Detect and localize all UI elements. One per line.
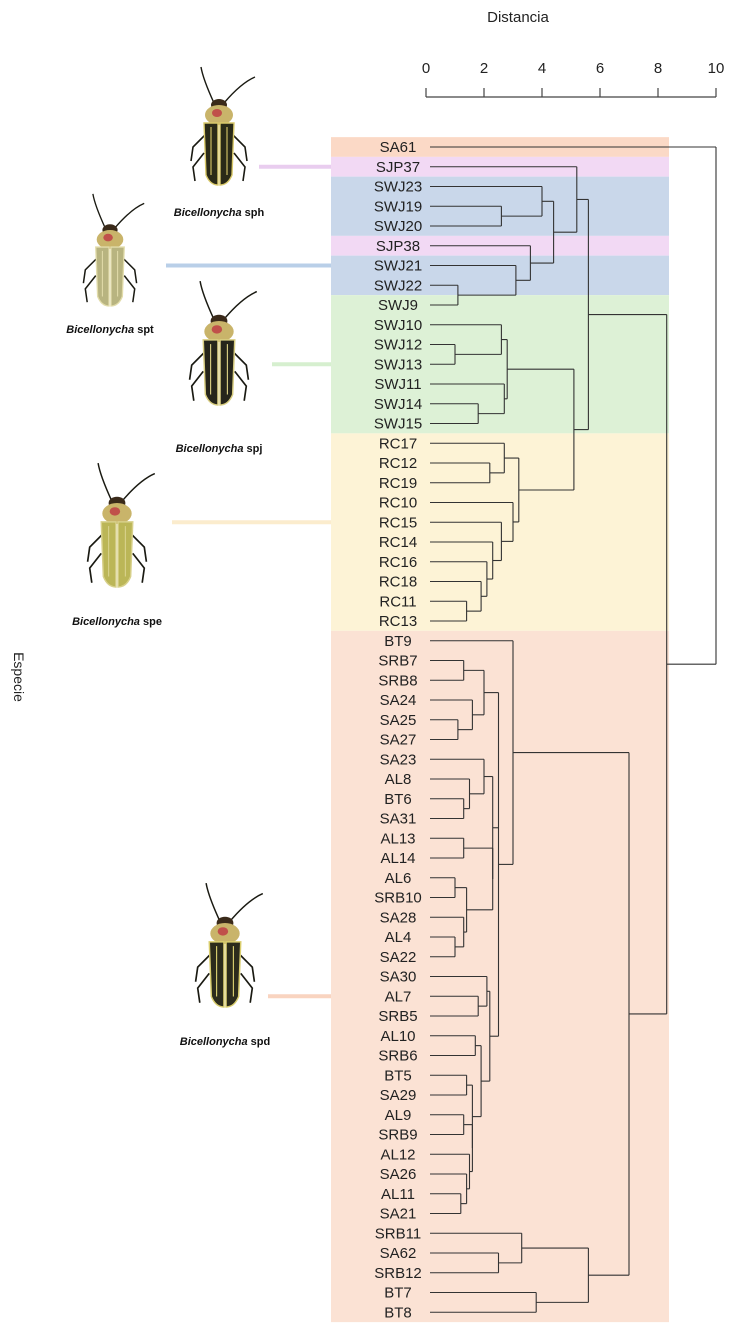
leaf-label: SA27: [380, 732, 417, 749]
leaf-label: SA23: [380, 751, 417, 768]
species-connectors: [166, 167, 331, 997]
leaf-label: AL7: [385, 988, 412, 1005]
leaf-label: SWJ9: [378, 297, 418, 314]
leaf-label: SWJ19: [374, 198, 422, 215]
leaf-label: SRB8: [378, 672, 417, 689]
species-label: Bicellonycha spe: [72, 616, 162, 628]
leaf-label: SJP37: [376, 159, 420, 176]
tick-label: 6: [596, 60, 604, 77]
leaf-label: SRB5: [378, 1008, 417, 1025]
leaf-label: AL4: [385, 929, 412, 946]
leaf-label: SA62: [380, 1245, 417, 1262]
leaf-label: SJP38: [376, 238, 420, 255]
leaf-label: SWJ20: [374, 218, 422, 235]
leaf-label: SA24: [380, 692, 417, 709]
leaf-label: SRB6: [378, 1048, 417, 1065]
beetle-illustration: [83, 194, 144, 306]
leaf-label: RC13: [379, 613, 417, 630]
species-label: Bicellonycha spt: [66, 324, 154, 336]
leaf-label: SWJ14: [374, 396, 422, 413]
leaf-label: SA26: [380, 1166, 417, 1183]
tick-label: 10: [708, 60, 725, 77]
leaf-label: AL13: [380, 830, 415, 847]
leaf-label: SWJ11: [374, 376, 421, 393]
tick-label: 0: [422, 60, 430, 77]
leaf-label: SA29: [380, 1087, 417, 1104]
beetle-illustration: [190, 281, 257, 405]
leaf-label: SA28: [380, 909, 417, 926]
leaf-label: RC14: [379, 534, 417, 551]
species-code: spt: [134, 324, 154, 336]
leaf-label: SA31: [380, 811, 417, 828]
leaf-label: RC10: [379, 495, 417, 512]
beetle-illustration: [88, 463, 155, 587]
leaf-label: SRB10: [374, 890, 422, 907]
leaf-label: RC19: [379, 475, 417, 492]
species-genus: Bicellonycha: [180, 1036, 248, 1048]
leaf-label: RC16: [379, 554, 417, 571]
species-code: sph: [242, 207, 265, 219]
species-code: spj: [243, 443, 262, 455]
species-genus: Bicellonycha: [174, 207, 242, 219]
tick-label: 8: [654, 60, 662, 77]
leaf-label: AL12: [380, 1146, 415, 1163]
leaf-label: SA21: [380, 1206, 417, 1223]
species-label: Bicellonycha spd: [180, 1036, 270, 1048]
leaf-label: SWJ10: [374, 317, 422, 334]
leaf-label: SA30: [380, 969, 417, 986]
species-label: Bicellonycha sph: [174, 207, 265, 219]
leaf-label: SRB12: [374, 1265, 422, 1282]
leaf-label: AL11: [381, 1186, 415, 1203]
leaf-label: RC15: [379, 514, 417, 531]
species-genus: Bicellonycha: [72, 616, 140, 628]
leaf-label: AL10: [380, 1028, 415, 1045]
leaf-label: SWJ12: [374, 337, 422, 354]
leaf-label: AL14: [380, 850, 415, 867]
leaf-label: SA22: [380, 949, 417, 966]
species-code: spe: [140, 616, 162, 628]
leaf-label: BT8: [384, 1304, 412, 1321]
leaf-label: SRB9: [378, 1127, 417, 1144]
leaf-label: RC17: [379, 435, 417, 452]
species-label: Bicellonycha spj: [176, 443, 263, 455]
leaf-label: RC12: [379, 455, 417, 472]
leaf-label: AL9: [385, 1107, 412, 1124]
leaf-label: SWJ13: [374, 356, 422, 373]
tick-label: 4: [538, 60, 546, 77]
species-code: spd: [248, 1036, 271, 1048]
species-genus: Bicellonycha: [66, 324, 134, 336]
beetle-illustration: [196, 883, 263, 1007]
leaf-label: AL6: [385, 870, 412, 887]
leaf-label: SWJ21: [374, 258, 422, 275]
leaf-label: BT7: [384, 1285, 412, 1302]
leaf-label: BT5: [384, 1067, 412, 1084]
tick-label: 2: [480, 60, 488, 77]
beetle-illustration: [191, 67, 255, 185]
leaf-label: SRB7: [378, 653, 417, 670]
leaf-label: SWJ15: [374, 416, 422, 433]
leaf-label: BT6: [384, 791, 412, 808]
species-genus: Bicellonycha: [176, 443, 244, 455]
leaf-label: BT9: [384, 633, 412, 650]
axis-title: Distancia: [487, 9, 549, 26]
leaf-label: SWJ23: [374, 179, 422, 196]
leaf-label: SA25: [380, 712, 417, 729]
leaf-label: SWJ22: [374, 277, 422, 294]
leaf-label: RC11: [379, 593, 416, 610]
leaf-label: SA61: [380, 139, 417, 156]
distance-axis: Distancia 0 2 4 6 8 10: [422, 9, 725, 97]
leaf-label: RC18: [379, 574, 417, 591]
leaf-label: SRB11: [375, 1225, 421, 1242]
y-axis-title: Especie: [11, 652, 27, 702]
leaf-label: AL8: [385, 771, 412, 788]
